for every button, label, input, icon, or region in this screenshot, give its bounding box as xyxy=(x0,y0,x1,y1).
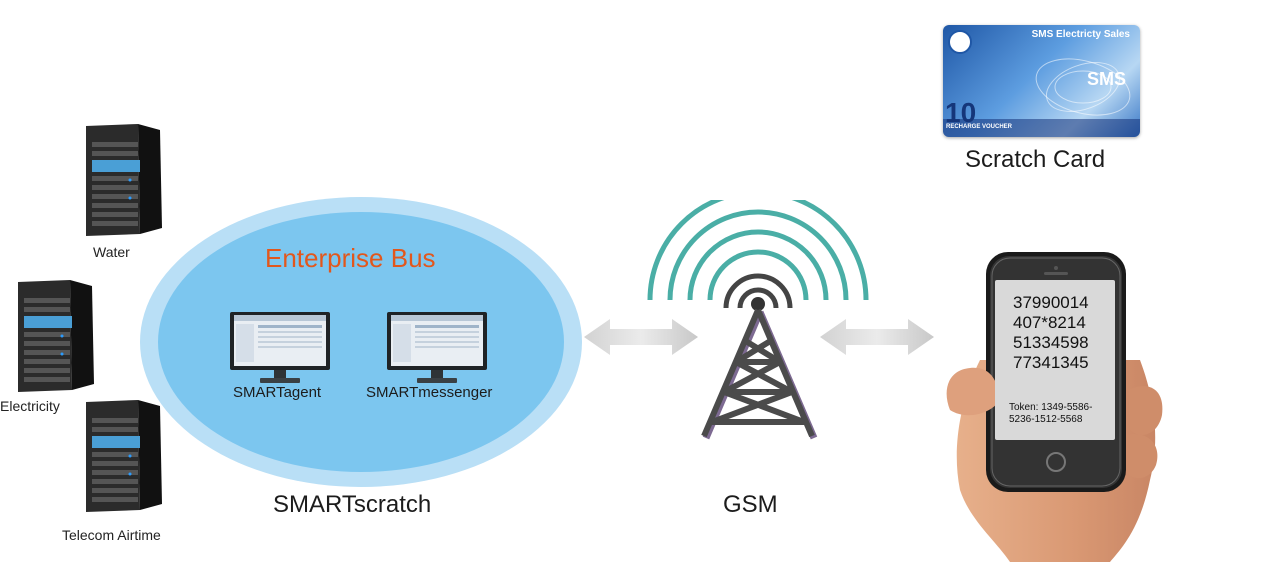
card-subtitle: RECHARGE VOUCHER xyxy=(946,124,1013,130)
card-logo-icon xyxy=(948,30,972,54)
server-telecom-icon xyxy=(86,400,162,512)
phone-code-3: 51334598 xyxy=(1013,333,1089,352)
phone-token-line-2: 5236-1512-5568 xyxy=(1009,414,1083,425)
server-electricity-icon xyxy=(18,280,94,392)
gsm-tower-icon xyxy=(647,200,869,440)
server-label-telecom: Telecom Airtime xyxy=(62,527,161,543)
card-title: SMS Electricty Sales xyxy=(1031,29,1130,40)
card-value: 10 xyxy=(945,97,977,128)
server-water-icon xyxy=(86,124,162,236)
gsm-label: GSM xyxy=(723,491,778,518)
scratch-card-label: Scratch Card xyxy=(965,146,1106,173)
card-sms-text: SMS xyxy=(1086,69,1126,89)
scratch-card: SMS Electricty Sales SMS 10 RECHARGE VOU… xyxy=(943,25,1140,137)
smartscratch-label: SMARTscratch xyxy=(273,491,432,518)
phone-code-1: 37990014 xyxy=(1013,293,1089,312)
phone-code-4: 77341345 xyxy=(1013,353,1089,372)
card-swirl-decoration xyxy=(943,58,1140,137)
phone-code-2: 407*8214 xyxy=(1013,313,1086,332)
phone-token-line-1: Token: 1349-5586- xyxy=(1009,402,1093,413)
smartagent-label: SMARTagent xyxy=(233,384,322,401)
double-arrow-right-icon xyxy=(820,319,934,355)
server-label-water: Water xyxy=(93,244,130,260)
server-label-electricity: Electricity xyxy=(0,398,60,414)
double-arrow-left-icon xyxy=(584,319,698,355)
smartagent-monitor-icon xyxy=(230,312,330,383)
enterprise-bus-ellipse xyxy=(158,212,564,472)
smartmessenger-label: SMARTmessenger xyxy=(366,384,493,401)
enterprise-bus-title: Enterprise Bus xyxy=(265,243,436,273)
smartmessenger-monitor-icon xyxy=(387,312,487,383)
phone-screen xyxy=(995,280,1115,440)
